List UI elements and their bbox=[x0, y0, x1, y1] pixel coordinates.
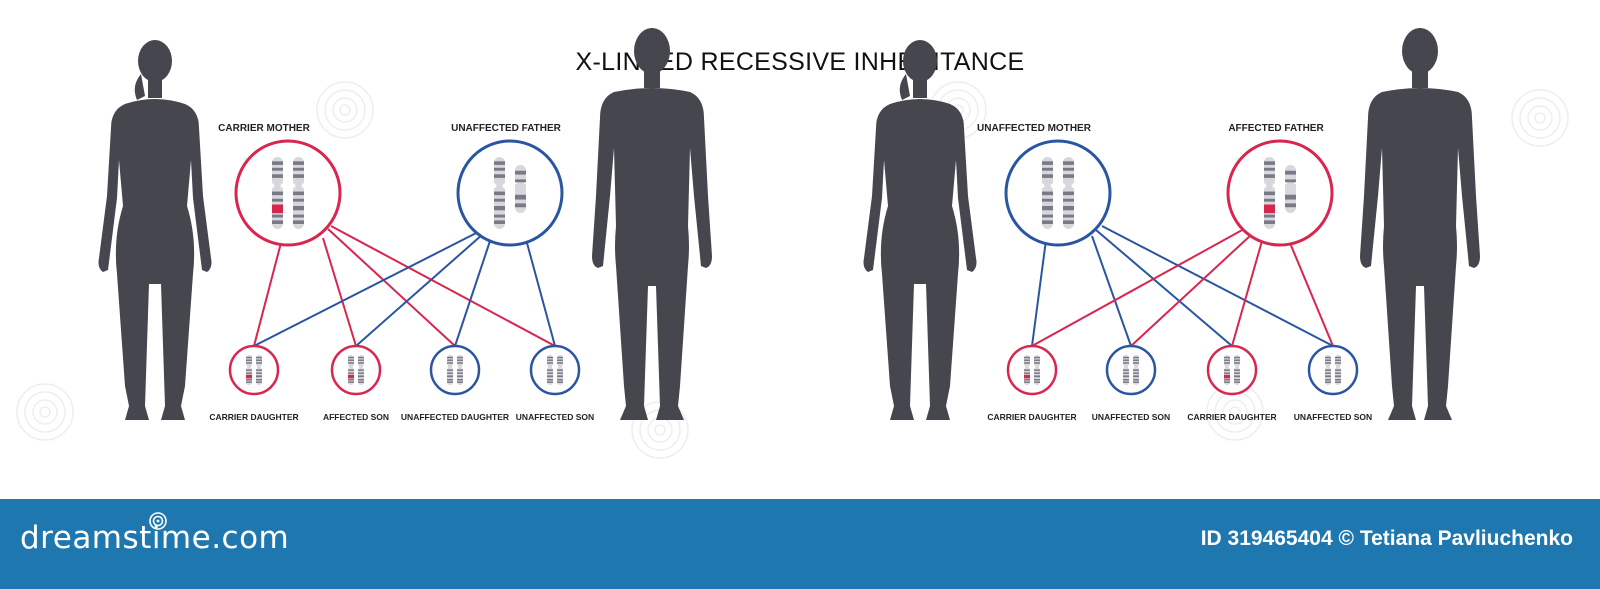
child-label: UNAFFECTED SON bbox=[516, 412, 594, 422]
x-chromosome bbox=[1233, 355, 1241, 385]
x-chromosome bbox=[1334, 355, 1342, 385]
x-chromosome bbox=[1062, 157, 1075, 229]
child-chromosome-circle bbox=[429, 344, 481, 396]
x-chromosome bbox=[347, 355, 355, 385]
brand-logo: dreamstime.com bbox=[20, 520, 290, 556]
child-label: UNAFFECTED SON bbox=[1092, 412, 1170, 422]
y-chromosome bbox=[514, 165, 527, 213]
father-chromosome-circle bbox=[1226, 139, 1334, 247]
mother-chromosome-circle bbox=[234, 139, 342, 247]
y-chromosome bbox=[1284, 165, 1297, 213]
inheritance-line bbox=[454, 240, 491, 347]
inheritance-lines bbox=[253, 225, 556, 347]
x-chromosome bbox=[1223, 355, 1231, 385]
x-chromosome bbox=[255, 355, 263, 385]
x-chromosome bbox=[357, 355, 365, 385]
child-chromosome-circle bbox=[1206, 344, 1258, 396]
x-chromosome bbox=[1263, 157, 1276, 229]
copyright-symbol: © bbox=[1338, 527, 1354, 550]
father-label: UNAFFECTED FATHER bbox=[451, 123, 562, 134]
inheritance-line bbox=[1130, 234, 1252, 347]
child-chromosome-circle bbox=[228, 344, 280, 396]
inheritance-line bbox=[355, 233, 484, 347]
child-label: CARRIER DAUGHTER bbox=[209, 412, 298, 422]
x-chromosome bbox=[1122, 355, 1130, 385]
male-silhouette bbox=[592, 28, 712, 420]
x-chromosome bbox=[1033, 355, 1041, 385]
inheritance-line bbox=[1289, 242, 1334, 347]
child-label: UNAFFECTED SON bbox=[1294, 412, 1372, 422]
child-chromosome-circle bbox=[1105, 344, 1157, 396]
female-silhouette bbox=[863, 40, 977, 420]
x-chromosome bbox=[245, 355, 253, 385]
x-chromosome bbox=[1041, 157, 1054, 229]
watermark-swirls bbox=[16, 81, 1569, 459]
inheritance-line bbox=[1031, 239, 1047, 347]
inheritance-line bbox=[1101, 225, 1334, 347]
child-label: CARRIER DAUGHTER bbox=[1187, 412, 1276, 422]
child-chromosome-circle bbox=[529, 344, 581, 396]
x-chromosome bbox=[556, 355, 564, 385]
x-chromosome bbox=[493, 157, 506, 229]
x-chromosome bbox=[1324, 355, 1332, 385]
mother-label: CARRIER MOTHER bbox=[218, 123, 310, 134]
inheritance-line bbox=[327, 228, 456, 347]
x-chromosome bbox=[456, 355, 464, 385]
inheritance-line bbox=[330, 225, 556, 347]
mother-label: UNAFFECTED MOTHER bbox=[977, 123, 1092, 134]
pedigree-panels: CARRIER MOTHER UNAFFECTED FATHER CARRIER D… bbox=[98, 28, 1480, 422]
inheritance-lines bbox=[1031, 225, 1334, 347]
x-chromosome bbox=[446, 355, 454, 385]
swirl-icon bbox=[149, 512, 167, 530]
male-silhouette bbox=[1360, 28, 1480, 420]
female-silhouette bbox=[98, 40, 212, 420]
inheritance-diagram: CARRIER MOTHER UNAFFECTED FATHER CARRIER D… bbox=[16, 28, 1569, 459]
inheritance-line bbox=[1031, 228, 1245, 347]
pedigree-panel: UNAFFECTED MOTHER AFFECTED FATHER CARRIER … bbox=[863, 28, 1480, 422]
child-label: UNAFFECTED DAUGHTER bbox=[401, 412, 509, 422]
inheritance-line bbox=[526, 242, 556, 347]
child-chromosome-circle bbox=[1307, 344, 1359, 396]
image-id: ID 319465404 bbox=[1200, 527, 1333, 550]
inheritance-line bbox=[1095, 229, 1233, 347]
child-label: AFFECTED SON bbox=[323, 412, 389, 422]
footer-bar: dreamstime.com ID 319465404 © Tetiana Pa… bbox=[0, 499, 1600, 589]
image-credit: ID 319465404 © Tetiana Pavliuchenko bbox=[1201, 527, 1573, 551]
child-chromosome-circle bbox=[330, 344, 382, 396]
child-label: CARRIER DAUGHTER bbox=[987, 412, 1076, 422]
father-label: AFFECTED FATHER bbox=[1228, 123, 1324, 134]
x-chromosome bbox=[546, 355, 554, 385]
x-chromosome bbox=[292, 157, 305, 229]
x-chromosome bbox=[271, 157, 284, 229]
pedigree-panel: CARRIER MOTHER UNAFFECTED FATHER CARRIER D… bbox=[98, 28, 712, 422]
inheritance-line bbox=[253, 238, 283, 347]
inheritance-line bbox=[253, 226, 489, 347]
author-name: Tetiana Pavliuchenko bbox=[1359, 527, 1573, 550]
inheritance-line bbox=[1231, 240, 1263, 347]
inheritance-line bbox=[322, 237, 357, 347]
child-chromosome-circle bbox=[1006, 344, 1058, 396]
x-chromosome bbox=[1132, 355, 1140, 385]
mother-chromosome-circle bbox=[1004, 139, 1112, 247]
inheritance-line bbox=[1091, 235, 1132, 347]
father-chromosome-circle bbox=[456, 139, 564, 247]
x-chromosome bbox=[1023, 355, 1031, 385]
